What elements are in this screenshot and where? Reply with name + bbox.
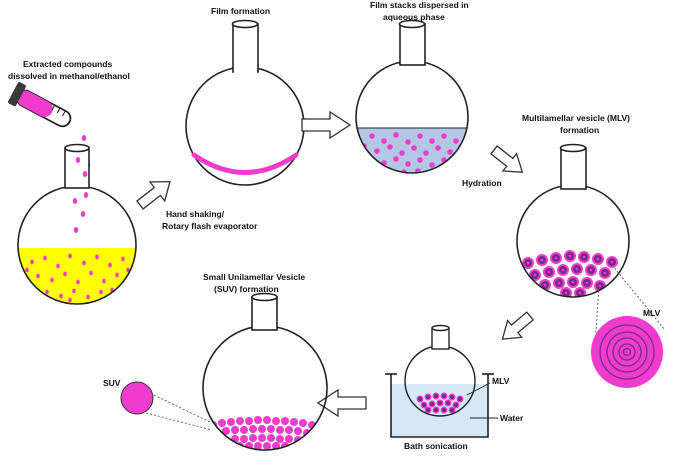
hand-shaking-label-line2: Rotary flash evaporator: [162, 221, 258, 231]
film-stacks-label-line1: Film stacks dispersed in: [370, 0, 469, 10]
flask-aqueous-dispersion: [355, 19, 469, 174]
film-stacks-label-line2: aqueous phase: [383, 12, 445, 22]
mlv-callout-label: MLV: [643, 308, 661, 318]
flask-film-formation: [185, 19, 305, 186]
block-arrow-icon: [301, 110, 352, 140]
block-arrow-icon: [316, 388, 367, 418]
bath-sonication-label: Bath sonication: [404, 441, 468, 451]
block-arrow-icon: [136, 180, 171, 210]
hydration-label: Hydration: [462, 178, 502, 188]
suv-callout-circle: [120, 381, 154, 415]
film-stack-particles: [361, 132, 464, 173]
sonication-bath: [385, 324, 494, 438]
extracted-label-line2: dissolved in methanol/ethanol: [8, 71, 130, 81]
extracted-label-line1: Extracted compounds: [23, 59, 113, 69]
dissolved-compound-dots: [25, 253, 130, 303]
mlv-formation-label-line1: Multilamellar vesicle (MLV): [522, 113, 630, 123]
suv-formation-label-line1: Small Unilamellar Vesicle: [203, 272, 305, 282]
block-arrow-icon: [490, 145, 524, 173]
flask-suv-formation: [202, 292, 328, 451]
flask-mlv-formation: [516, 143, 630, 298]
suv-callout-label: SUV: [103, 378, 121, 388]
hand-shaking-label-line1: Hand shaking/: [166, 209, 225, 219]
bath-flask: [404, 324, 476, 417]
suv-formation-label-line2: (SUV) formation: [214, 284, 279, 294]
mlv-formation-label-line2: formation: [560, 125, 599, 135]
mlv-callout-circle: [591, 316, 663, 388]
suv-zoom-lines: [145, 394, 213, 431]
bath-mlv-vesicles: [416, 392, 464, 414]
water-label: Water: [500, 413, 524, 423]
test-tube-icon: [8, 82, 72, 128]
suv-vesicles: [209, 416, 316, 450]
block-arrow-icon: [501, 311, 535, 340]
bath-mlv-label: MLV: [492, 376, 510, 386]
flask-methanol-solution: [17, 143, 137, 305]
film-formation-label: Film formation: [211, 6, 270, 16]
bath-mlv-pointer: [466, 382, 491, 396]
lipid-film: [191, 152, 299, 175]
mlv-vesicles: [522, 250, 618, 297]
